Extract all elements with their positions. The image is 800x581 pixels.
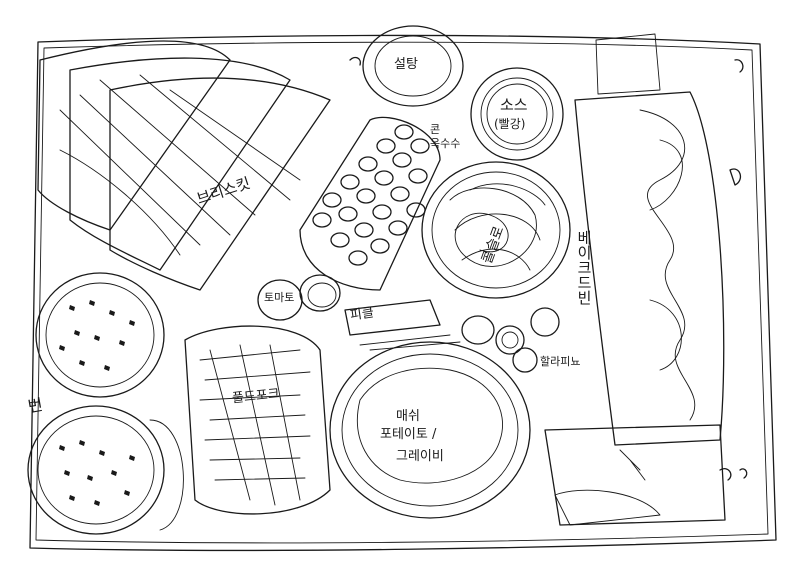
corn-label: 콘 [430,123,441,136]
bun-label: 번 [26,394,45,417]
tray-outline-inner [35,41,769,544]
corn-cob [299,116,441,291]
jalapeno-rings [461,307,560,373]
sugar-label: 설탕 [394,57,418,72]
bbq-beans-label: 베이크드빈 [575,230,593,305]
sauce-bowl [470,67,564,161]
sauce-sub-label: (빨강) [494,117,526,131]
mashed-sub-label: 포테이토 / [380,427,437,442]
pulled-pork-pile [184,325,331,515]
coleslaw-bowl [421,161,571,299]
gravy-label: 그레이비 [396,449,444,464]
beans-bowl-top [35,272,165,398]
sauce-label: 소스 [500,96,528,114]
beans-bowl-bottom [27,405,184,535]
mashed-potato-bowl [329,341,531,519]
tomato-slices [257,274,341,321]
corn-sub-label: 옥수수 [430,137,461,150]
tomato-label: 토마토 [264,291,295,304]
mashed-label: 매쉬 [396,409,420,424]
doodle-marks [349,56,748,481]
jalapeno-label: 할라피뇨 [540,355,581,368]
tray-outline [29,34,777,552]
brisket-slices [37,40,331,291]
pickle-label: 피클 [349,305,375,324]
right-long-tray [544,33,726,526]
sugar-bowl [362,25,464,107]
